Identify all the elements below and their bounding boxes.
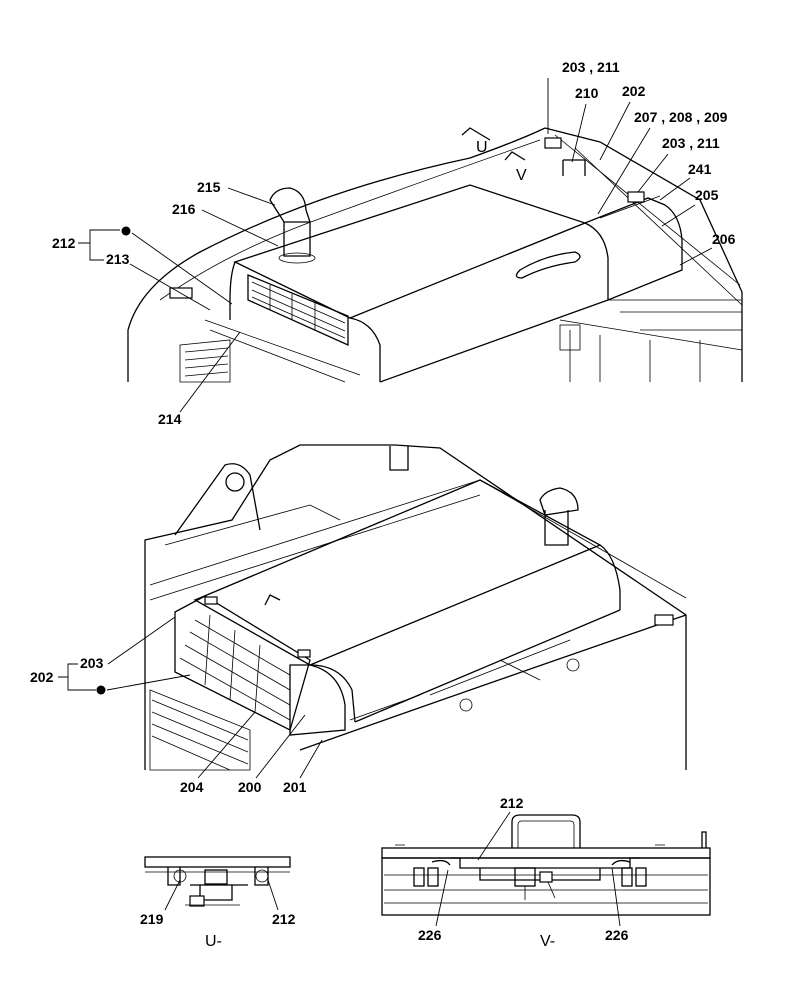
- caption-u: U-: [205, 933, 222, 950]
- detail-u-labels: 219 212 U-: [140, 879, 296, 950]
- label-219: 219: [140, 911, 164, 927]
- detail-u-view: [144, 856, 291, 907]
- reference-dot: [121, 226, 131, 236]
- label-213: 213: [106, 251, 130, 267]
- top-view-leaders: [78, 78, 713, 413]
- top-view-labels: 203 , 211 210 202 207 , 208 , 209 203 , …: [52, 59, 736, 427]
- label-241: 241: [688, 161, 712, 177]
- middle-view-labels: 202 203 204 200 201: [30, 655, 307, 795]
- label-205: 205: [695, 187, 719, 203]
- label-204: 204: [180, 779, 204, 795]
- middle-view-leaders: [58, 616, 323, 779]
- label-215: 215: [197, 179, 221, 195]
- label-216: 216: [172, 201, 196, 217]
- label-212: 212: [52, 235, 76, 251]
- top-assembly-view: [127, 127, 743, 383]
- reference-dot-middle: [96, 685, 106, 695]
- label-203-middle: 203: [80, 655, 104, 671]
- label-226-right: 226: [605, 927, 629, 943]
- label-202: 202: [622, 83, 646, 99]
- label-212-u: 212: [272, 911, 296, 927]
- caption-v: V-: [540, 933, 555, 950]
- label-200: 200: [238, 779, 262, 795]
- label-206: 206: [712, 231, 736, 247]
- label-201: 201: [283, 779, 307, 795]
- label-207-208-209: 207 , 208 , 209: [634, 109, 728, 125]
- detail-v-labels: 212 226 226 V-: [418, 795, 629, 950]
- view-marker-v: V: [516, 167, 527, 184]
- label-203-211-b: 203 , 211: [662, 135, 720, 151]
- detail-v-view: [381, 814, 711, 916]
- view-marker-u: U: [476, 139, 488, 156]
- label-210: 210: [575, 85, 599, 101]
- label-203-211-a: 203 , 211: [562, 59, 620, 75]
- label-212-v: 212: [500, 795, 524, 811]
- middle-assembly-view: [144, 444, 687, 771]
- label-214: 214: [158, 411, 182, 427]
- label-226-left: 226: [418, 927, 442, 943]
- label-202-middle: 202: [30, 669, 54, 685]
